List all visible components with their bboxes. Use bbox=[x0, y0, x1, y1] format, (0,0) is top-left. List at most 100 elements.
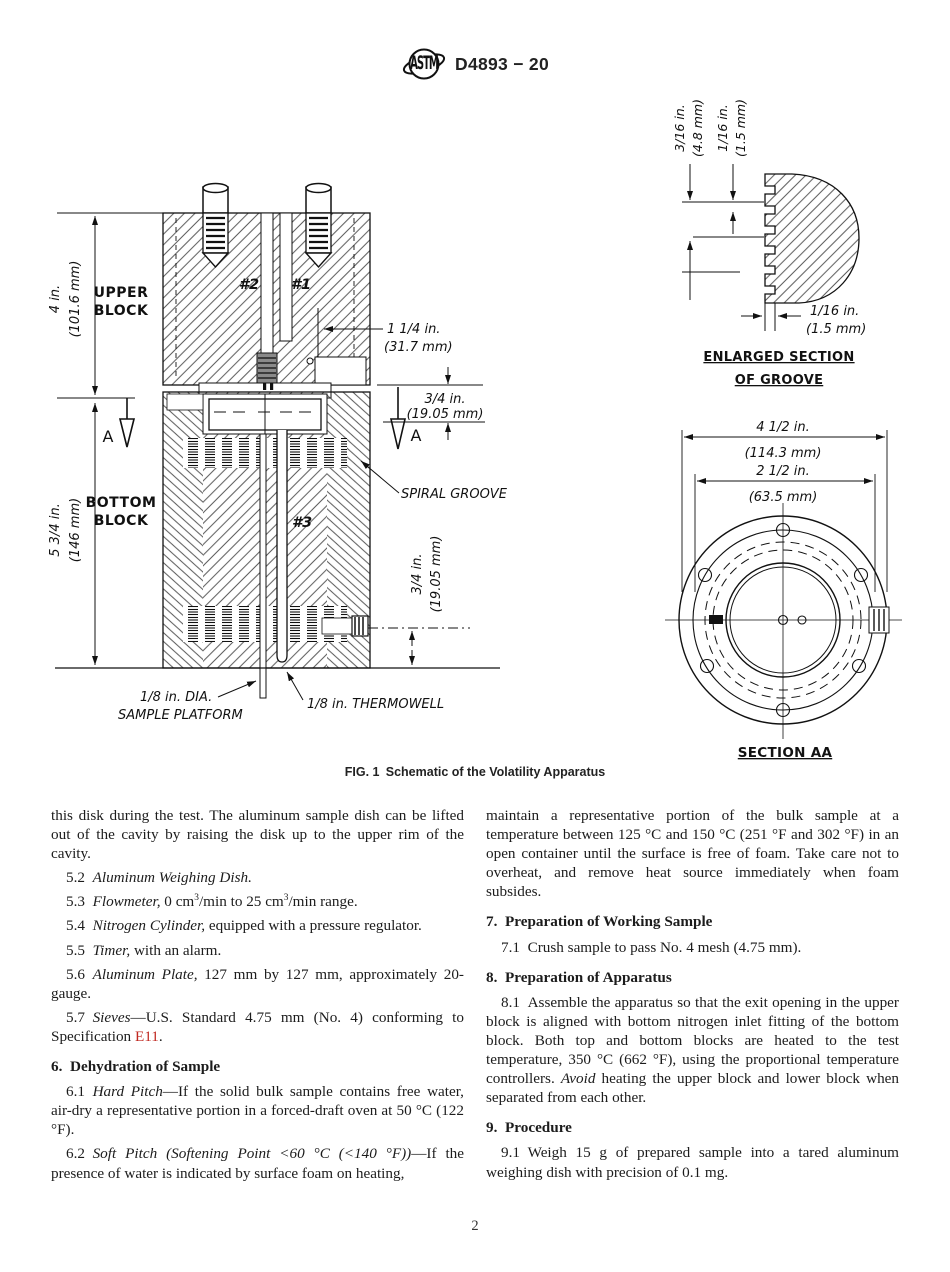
text-segment: 5.4 bbox=[66, 917, 93, 935]
text-segment: 6.1 bbox=[66, 1083, 93, 1101]
paragraph: 5.4 Nitrogen Cylinder, equipped with a p… bbox=[51, 916, 464, 935]
text-segment: equipped with a pressure regulator. bbox=[205, 917, 422, 935]
text-segment: —If the solid bulk sample contains free … bbox=[51, 1083, 464, 1139]
dimension-depth: 1 1/4 in. (31.7 mm) bbox=[324, 322, 453, 355]
text-segment: 3 bbox=[194, 893, 199, 904]
paragraph: 5.5 Timer, with an alarm. bbox=[51, 941, 464, 960]
section-marker-right: A bbox=[389, 387, 422, 450]
sample-platform-label-1: 1/8 in. DIA. bbox=[140, 690, 212, 705]
dim-4in: 4 in. bbox=[48, 285, 63, 313]
dim-inner-mm: (63.5 mm) bbox=[749, 490, 818, 505]
text-segment: Sieves bbox=[92, 1008, 131, 1026]
text-segment: 8. Preparation of Apparatus bbox=[486, 968, 672, 986]
text-segment: 8.1 Assemble the apparatus so that the e… bbox=[486, 993, 899, 1088]
dim-5-34in: 5 3/4 in. bbox=[48, 503, 63, 556]
text-segment: 5.5 bbox=[66, 941, 93, 959]
inlet-port-section bbox=[709, 615, 723, 624]
text-segment: maintain a representative portion of the… bbox=[486, 807, 899, 901]
section-heading: 6. Dehydration of Sample bbox=[51, 1057, 464, 1076]
text-segment: 5.6 bbox=[66, 965, 93, 983]
paragraph: 5.7 Sieves—U.S. Standard 4.75 mm (No. 4)… bbox=[51, 1008, 464, 1046]
text-segment: heating the upper block and lower block … bbox=[486, 1070, 899, 1107]
text-segment: Aluminum Weighing Dish. bbox=[92, 869, 252, 887]
text-segment: 7.1 Crush sample to pass No. 4 mesh (4.7… bbox=[501, 938, 802, 956]
dimension-outer-diameter: 4 1/2 in. (114.3 mm) bbox=[681, 420, 888, 592]
section-heading: 8. Preparation of Apparatus bbox=[486, 968, 899, 987]
spec-reference-link[interactable]: E11 bbox=[134, 1027, 159, 1045]
text-segment: /min to 25 cm bbox=[198, 893, 284, 911]
dim-outer-in: 4 1/2 in. bbox=[756, 420, 809, 435]
astm-logo-letters: ASTM bbox=[410, 52, 438, 74]
dim-34in-cavity-mm: (19.05 mm) bbox=[407, 407, 484, 422]
upper-block bbox=[162, 212, 371, 386]
paragraph: this disk during the test. The aluminum … bbox=[51, 806, 464, 863]
text-segment: 5.7 bbox=[66, 1008, 93, 1026]
figure-1-schematic: #2 #1 bbox=[48, 99, 902, 761]
text-segment: 3 bbox=[283, 893, 289, 904]
paragraph: maintain a representative portion of the… bbox=[486, 806, 899, 901]
text-segment: 6. Dehydration of Sample bbox=[51, 1058, 221, 1076]
spiral-groove-label: SPIRAL GROOVE bbox=[401, 487, 508, 502]
dim-34in-inlet-mm: (19.05 mm) bbox=[429, 536, 444, 613]
hole-2-label: #2 bbox=[239, 277, 259, 293]
groove-pitch-mm: (4.8 mm) bbox=[690, 99, 705, 157]
dim-1-14in-mm: (31.7 mm) bbox=[384, 340, 453, 355]
dim-34in-inlet: 3/4 in. bbox=[410, 553, 425, 594]
svg-text:A: A bbox=[103, 427, 114, 446]
groove-width-mm: (1.5 mm) bbox=[733, 99, 748, 157]
section-aa-view: 4 1/2 in. (114.3 mm) 2 1/2 in. (63.5 mm)… bbox=[665, 420, 902, 761]
text-segment: Aluminum Plate, bbox=[92, 965, 198, 983]
bolt-left bbox=[201, 182, 230, 269]
text-segment: 7. Preparation of Working Sample bbox=[486, 913, 713, 931]
dim-5-34in-mm: (146 mm) bbox=[68, 498, 83, 562]
bottom-block-label-2: BLOCK bbox=[94, 513, 149, 529]
paragraph: 8.1 Assemble the apparatus so that the e… bbox=[486, 993, 899, 1108]
sample-platform-callout: 1/8 in. DIA. SAMPLE PLATFORM bbox=[118, 680, 257, 723]
bolt-right bbox=[304, 182, 333, 269]
hole-1-label: #1 bbox=[291, 277, 311, 293]
text-segment: 5.3 bbox=[66, 893, 93, 911]
text-segment: Soft Pitch (Softening Point <60 °C (<140… bbox=[92, 1145, 412, 1163]
paragraph: 9.1 Weigh 15 g of prepared sample into a… bbox=[486, 1143, 899, 1181]
paragraph: 5.3 Flowmeter, 0 cm3/min to 25 cm3/min r… bbox=[51, 892, 464, 911]
text-segment: 0 cm bbox=[160, 893, 195, 911]
section-marker-left: A bbox=[103, 398, 136, 448]
section-aa-title: SECTION AA bbox=[738, 745, 833, 761]
text-segment: —U.S. Standard 4.75 mm (No. 4) conformin… bbox=[51, 1008, 464, 1045]
text-segment: Timer, bbox=[92, 941, 131, 959]
sample-platform-label-2: SAMPLE PLATFORM bbox=[118, 708, 243, 723]
text-segment: Flowmeter, bbox=[92, 893, 161, 911]
text-segment: —If the presence of water is indicated b… bbox=[51, 1145, 464, 1182]
groove-detail-title-1: ENLARGED SECTION bbox=[703, 350, 854, 365]
spiral-groove-callout: SPIRAL GROOVE bbox=[360, 460, 508, 502]
bottom-block-label-1: BOTTOM bbox=[86, 495, 157, 511]
standard-designation: D4893 − 20 bbox=[455, 53, 549, 74]
text-segment: 5.2 bbox=[66, 869, 93, 887]
dimension-inner-diameter: 2 1/2 in. (63.5 mm) bbox=[694, 464, 876, 592]
svg-text:A: A bbox=[411, 426, 422, 445]
paragraph: 6.1 Hard Pitch—If the solid bulk sample … bbox=[51, 1082, 464, 1139]
dim-inner-in: 2 1/2 in. bbox=[756, 464, 809, 479]
text-segment: /min range. bbox=[288, 893, 358, 911]
dim-1-14in: 1 1/4 in. bbox=[387, 322, 440, 337]
dimension-cavity: 3/4 in. (19.05 mm) bbox=[377, 367, 485, 440]
dim-4in-mm: (101.6 mm) bbox=[68, 261, 83, 338]
section-heading: 9. Procedure bbox=[486, 1118, 899, 1137]
text-segment: . bbox=[158, 1027, 163, 1045]
inlet-fitting-section bbox=[868, 606, 890, 634]
bottom-block bbox=[162, 391, 371, 699]
paragraph: 7.1 Crush sample to pass No. 4 mesh (4.7… bbox=[486, 938, 899, 957]
bolt-holes bbox=[697, 522, 869, 718]
dimension-upper-height: 4 in. (101.6 mm) bbox=[48, 216, 98, 395]
groove-width-in: 1/16 in. bbox=[715, 104, 730, 151]
astm-logo-icon: ASTM bbox=[402, 48, 446, 80]
main-schematic: #2 #1 bbox=[48, 182, 508, 723]
right-column: maintain a representative portion of the… bbox=[486, 806, 899, 1187]
paragraph: 6.2 Soft Pitch (Softening Point <60 °C (… bbox=[51, 1144, 464, 1182]
paragraph: 5.6 Aluminum Plate, 127 mm by 127 mm, ap… bbox=[51, 965, 464, 1003]
paragraph: 5.2 Aluminum Weighing Dish. bbox=[51, 868, 464, 887]
groove-detail-title-2: OF GROOVE bbox=[735, 373, 824, 388]
text-segment: with an alarm. bbox=[130, 941, 222, 959]
text-segment: Hard Pitch bbox=[92, 1083, 163, 1101]
dimension-inlet: 3/4 in. (19.05 mm) bbox=[368, 536, 470, 665]
